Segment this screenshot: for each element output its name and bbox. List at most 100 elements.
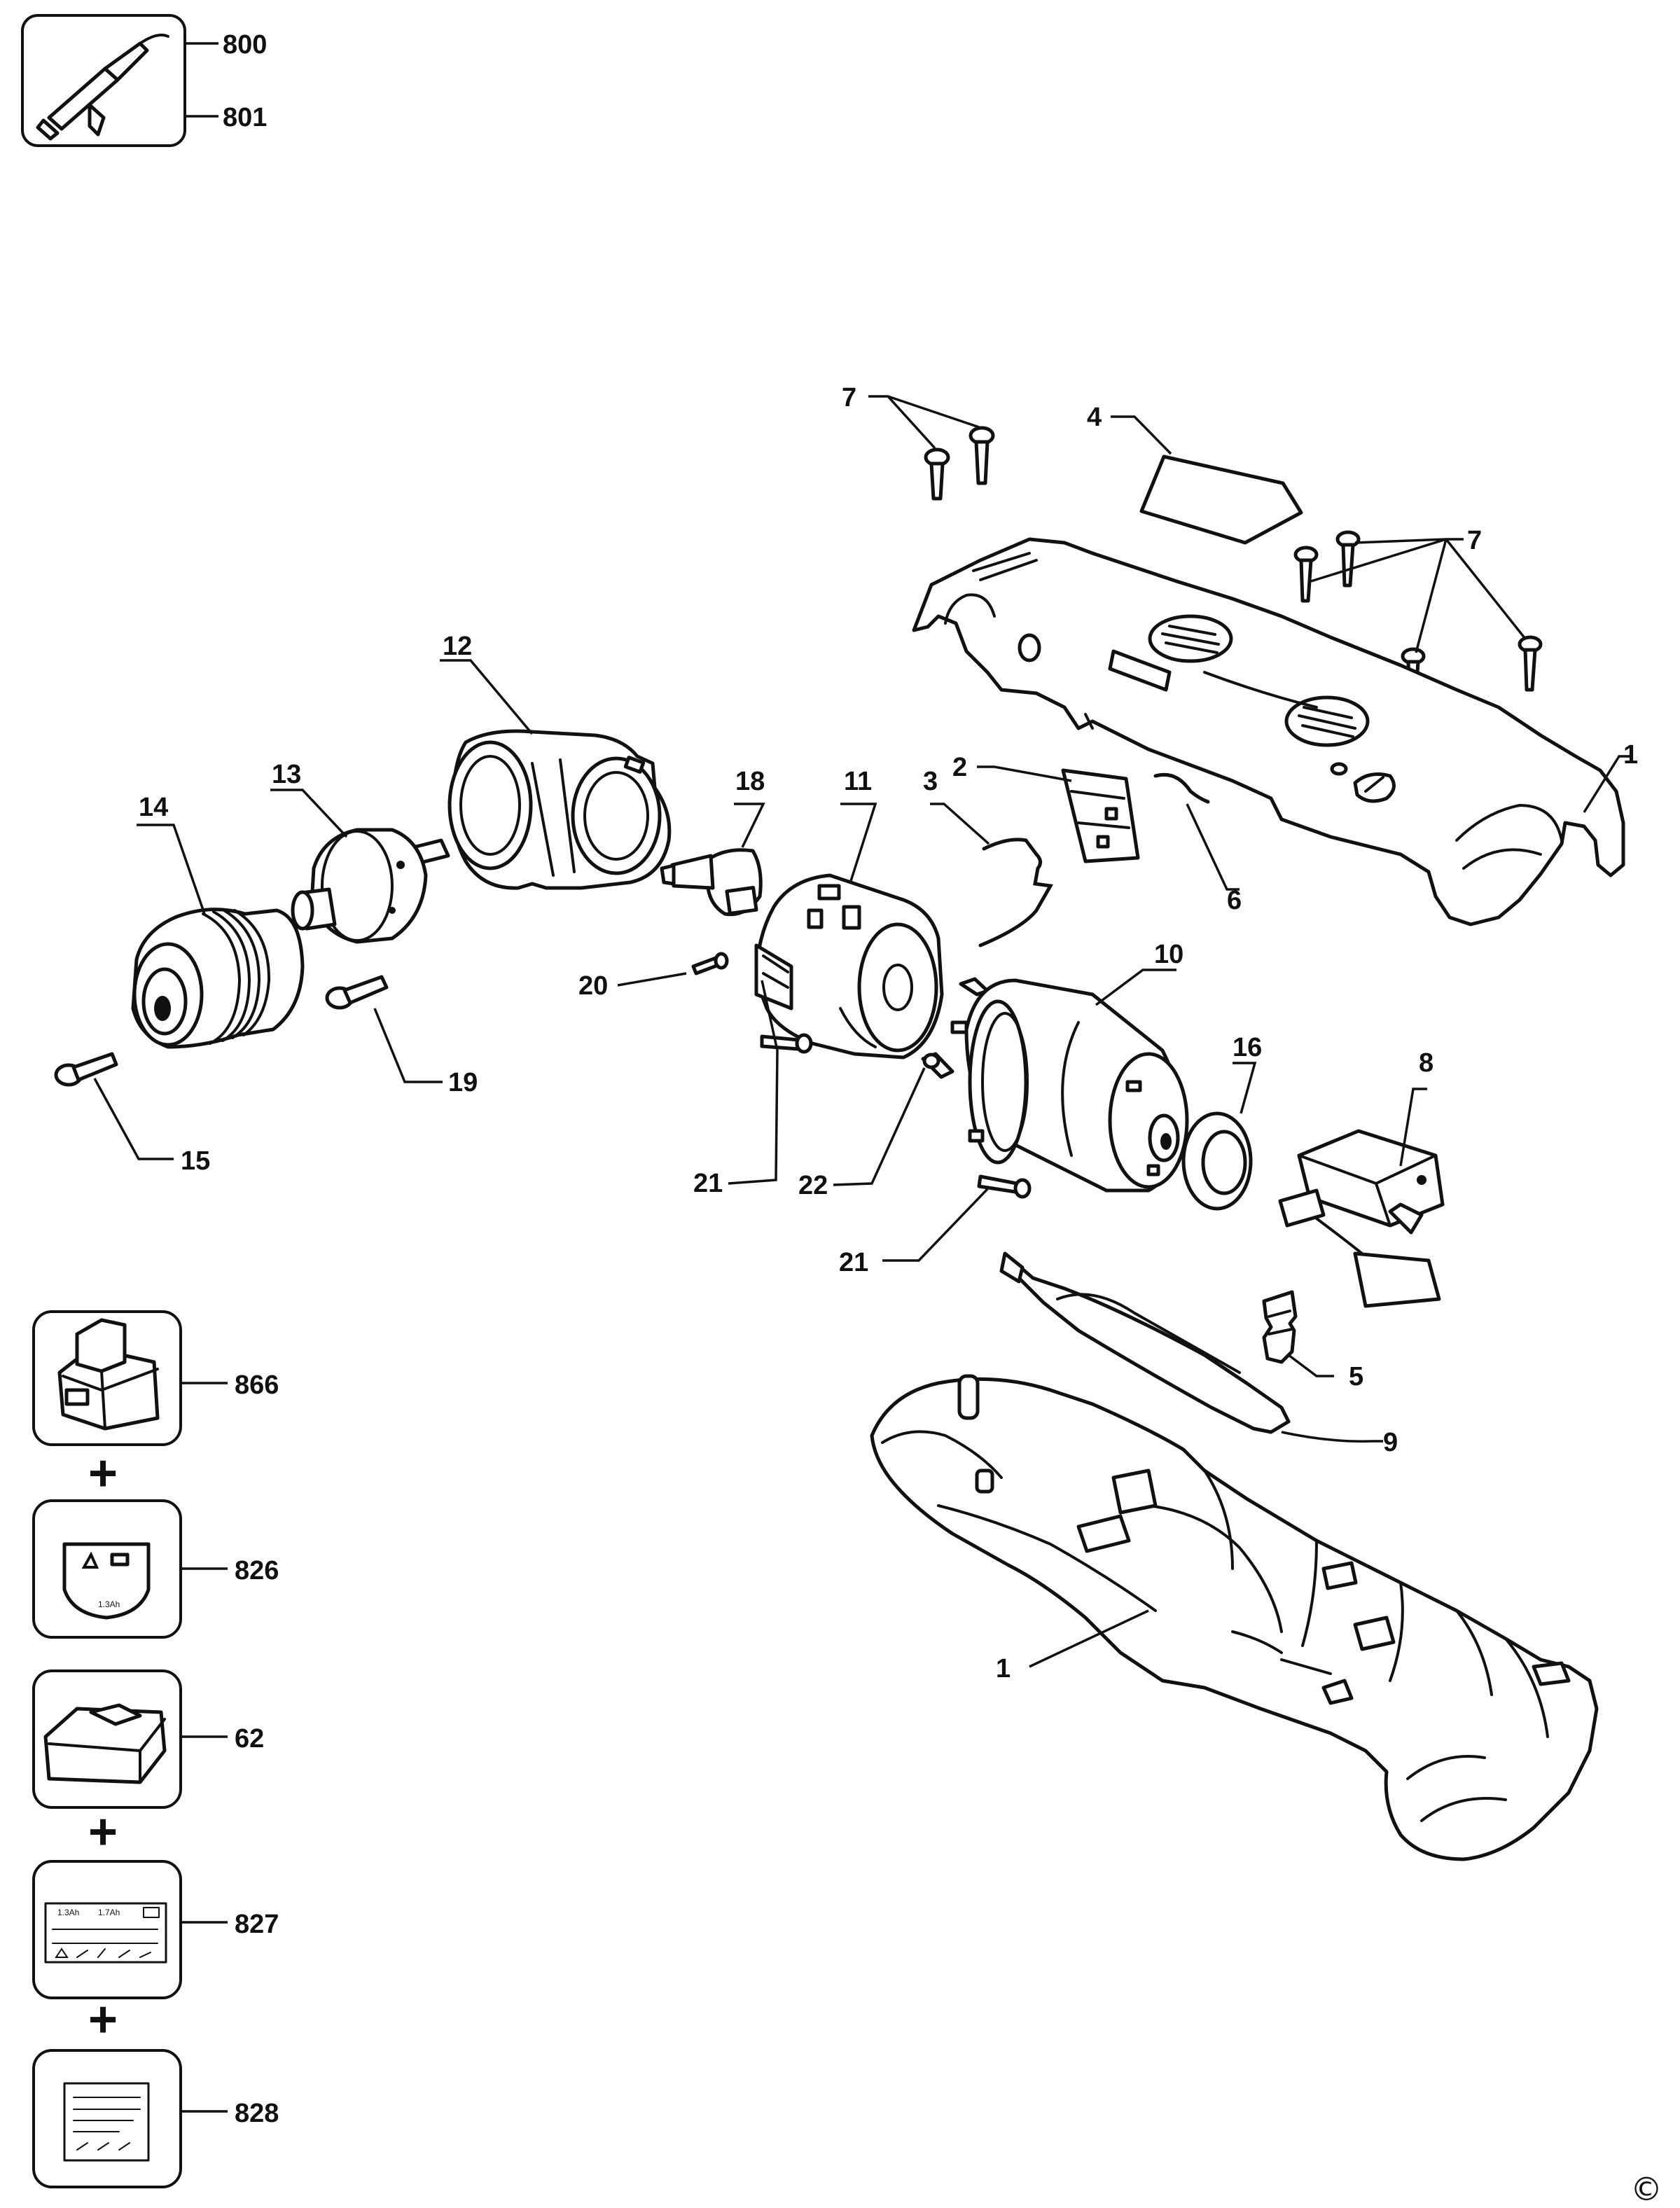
- leader-10: [1095, 968, 1176, 1006]
- spindle-13: 13: [270, 760, 450, 944]
- gearbox-11: 11: [754, 767, 944, 1060]
- callout-827: 827: [235, 1910, 279, 1939]
- gear-housing-12: 12: [440, 632, 672, 890]
- soldering-tool-drawing: [36, 34, 169, 141]
- screw: [1518, 635, 1543, 692]
- leader-6: [1186, 803, 1240, 891]
- clip-3: 3: [923, 767, 1054, 947]
- callout-6: 6: [1227, 886, 1242, 915]
- leader-3: [930, 803, 990, 845]
- charger-62: 62 +: [32, 1669, 264, 1860]
- motor-10: 10: [950, 940, 1189, 1193]
- screw: [924, 447, 950, 501]
- callout-13: 13: [272, 760, 301, 789]
- leader-7b: [1310, 538, 1527, 653]
- callout-866: 866: [235, 1370, 279, 1400]
- callout-1-bottom: 1: [996, 1654, 1011, 1683]
- vent-left: [1148, 614, 1233, 663]
- screws-7-upper: 7: [842, 383, 995, 501]
- screw-21-b: 21: [839, 1174, 1032, 1277]
- callout-22: 22: [798, 1171, 828, 1200]
- leader-1-top: [1583, 755, 1630, 813]
- leader-5: [1287, 1354, 1334, 1377]
- callout-828: 828: [235, 2099, 279, 2128]
- screw: [1335, 530, 1361, 588]
- callout-21a: 21: [693, 1169, 723, 1198]
- leader-4: [1111, 415, 1172, 455]
- callout-62: 62: [235, 1724, 264, 1754]
- screws-7-right: 7: [1293, 526, 1543, 706]
- label-826-text: 1.3Ah: [98, 1599, 120, 1609]
- leader-18: [734, 803, 765, 848]
- callout-12: 12: [443, 632, 472, 661]
- callout-8: 8: [1419, 1048, 1433, 1078]
- leader-19: [373, 1008, 443, 1083]
- battery-866: 866 +: [32, 1310, 279, 1501]
- screw-15: 15: [54, 1052, 210, 1176]
- label-828: 828: [32, 2049, 279, 2188]
- label-827-text-1: 1.3Ah: [57, 1908, 79, 1917]
- housing-half-bottom: 1: [870, 1374, 1599, 1861]
- trigger-5: 5: [1262, 1290, 1363, 1391]
- leader-16: [1233, 1062, 1257, 1114]
- label-826: 1.3Ah 826: [32, 1499, 279, 1639]
- leader-15: [93, 1078, 174, 1160]
- plus-sign: +: [88, 1804, 118, 1860]
- chuck-14: 14: [131, 793, 305, 1049]
- leader-1-bottom: [1029, 1609, 1149, 1668]
- screw-19: 19: [325, 975, 478, 1097]
- screw-20: 20: [578, 952, 729, 1001]
- callout-801: 801: [223, 103, 267, 132]
- leader-21b: [882, 1188, 989, 1262]
- callout-20: 20: [578, 971, 608, 1001]
- callout-1-top: 1: [1623, 740, 1638, 770]
- plus-sign: +: [88, 1992, 118, 2048]
- callout-15: 15: [181, 1146, 210, 1176]
- label-827: 1.3Ah 1.7Ah 827 +: [32, 1860, 279, 2048]
- switch-8: 8: [1278, 1048, 1445, 1308]
- leader-7a: [868, 395, 980, 450]
- label-827-text-2: 1.7Ah: [98, 1908, 120, 1917]
- leader-20: [617, 972, 687, 987]
- terminal-9: 9: [999, 1251, 1398, 1457]
- leader-11: [840, 803, 877, 882]
- callout-9: 9: [1383, 1428, 1398, 1457]
- callout-19: 19: [448, 1068, 478, 1097]
- callout-826: 826: [235, 1556, 279, 1585]
- vent-right: [1284, 695, 1370, 747]
- callout-16: 16: [1233, 1033, 1262, 1062]
- label-part-4: 4: [1087, 403, 1303, 545]
- leader-8: [1399, 1088, 1427, 1167]
- callout-21b: 21: [839, 1248, 868, 1277]
- plus-sign: +: [88, 1445, 118, 1501]
- callout-14: 14: [139, 793, 168, 822]
- callout-11: 11: [844, 767, 872, 796]
- leader-12: [440, 659, 534, 735]
- accessory-800-801: 800 801: [21, 14, 267, 147]
- callout-3: 3: [923, 767, 938, 796]
- callout-800: 800: [223, 30, 267, 60]
- callout-2: 2: [952, 753, 967, 782]
- screw: [969, 426, 995, 485]
- leader-2: [977, 765, 1072, 782]
- leader-21a: [728, 980, 779, 1185]
- screw: [1293, 546, 1319, 603]
- pinion-18: 18: [660, 767, 765, 917]
- callout-5: 5: [1349, 1362, 1363, 1391]
- callout-7a: 7: [842, 383, 856, 412]
- copyright-mark: ©: [1630, 2170, 1662, 2208]
- callout-10: 10: [1154, 940, 1183, 969]
- leader-13: [270, 789, 348, 838]
- plate-2: 2: [952, 753, 1140, 863]
- callout-4: 4: [1087, 403, 1102, 432]
- spring-6: 6: [1153, 772, 1242, 915]
- bearing-16: 16: [1181, 1033, 1262, 1211]
- callout-7b: 7: [1467, 526, 1482, 555]
- leader-9: [1281, 1431, 1383, 1443]
- callout-18: 18: [735, 767, 765, 796]
- screw-21-a: 21: [693, 980, 813, 1198]
- leader-22: [833, 1067, 926, 1186]
- housing-half-top: 1: [912, 537, 1638, 926]
- leader-14: [137, 824, 206, 915]
